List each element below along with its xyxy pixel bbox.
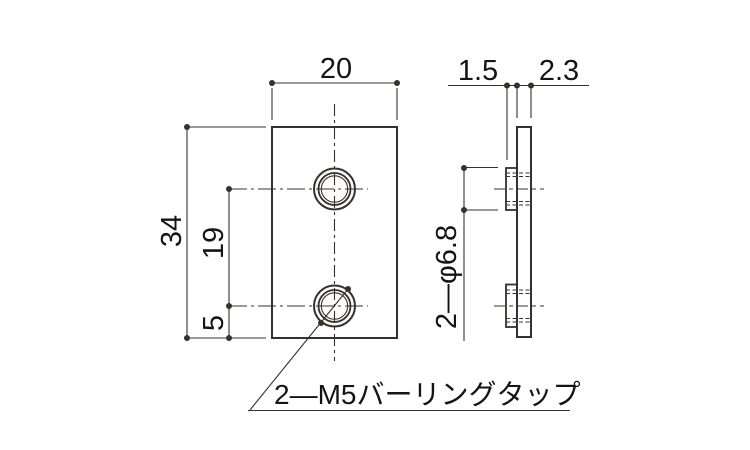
dim-hole-pitch: 19 [198, 186, 232, 309]
leader-dot [345, 286, 351, 292]
dim-dot [226, 186, 232, 192]
side-view [494, 126, 544, 338]
top-hole-thread-major-circle [317, 172, 352, 206]
dim-height-value: 34 [156, 215, 188, 247]
plate-outline-side [516, 126, 532, 338]
bottom-hole [229, 284, 368, 328]
dim-bottom-offset-value: 5 [198, 315, 230, 331]
dim-dot [528, 82, 534, 89]
bottom-hole-thread-minor-circle [320, 292, 349, 320]
tap-note-label: 2—M5バーリングタップ [274, 379, 580, 410]
dim-width-value: 20 [320, 53, 352, 85]
dim-dot [184, 335, 190, 341]
dim-dot [461, 207, 467, 213]
dim-dot [461, 165, 467, 171]
front-view [229, 104, 398, 361]
top-hole-thread-minor-circle [320, 175, 349, 203]
top-hole-burring-circle [313, 167, 356, 211]
dim-dot [394, 80, 400, 86]
leader-dot [318, 320, 324, 326]
bottom-hole-thread-major-circle [317, 289, 352, 323]
dim-bottom-offset: 5 [198, 306, 232, 341]
top-hole-hidden-thread [494, 172, 544, 206]
dim-hole-dia-value: 2—φ6.8 [431, 225, 463, 329]
dim-thickness-group: 1.5 2.3 [448, 55, 589, 160]
tap-note: 2—M5バーリングタップ [248, 286, 580, 412]
dim-dot [184, 124, 190, 130]
bottom-hole-hidden-thread [494, 289, 544, 323]
bottom-hole-burring-circle [313, 284, 356, 328]
dim-dot [269, 80, 275, 86]
top-hole [229, 167, 368, 211]
dim-dot [514, 82, 520, 89]
leader-line [249, 288, 349, 411]
dim-burring-height-value: 1.5 [458, 55, 498, 87]
dim-dot [504, 82, 510, 89]
dim-plate-thickness-value: 2.3 [539, 55, 579, 87]
dim-hole-pitch-value: 19 [198, 227, 230, 259]
dim-dot [226, 335, 232, 341]
dim-hole-diameter: 2—φ6.8 [431, 165, 498, 341]
dim-width: 20 [269, 53, 400, 120]
